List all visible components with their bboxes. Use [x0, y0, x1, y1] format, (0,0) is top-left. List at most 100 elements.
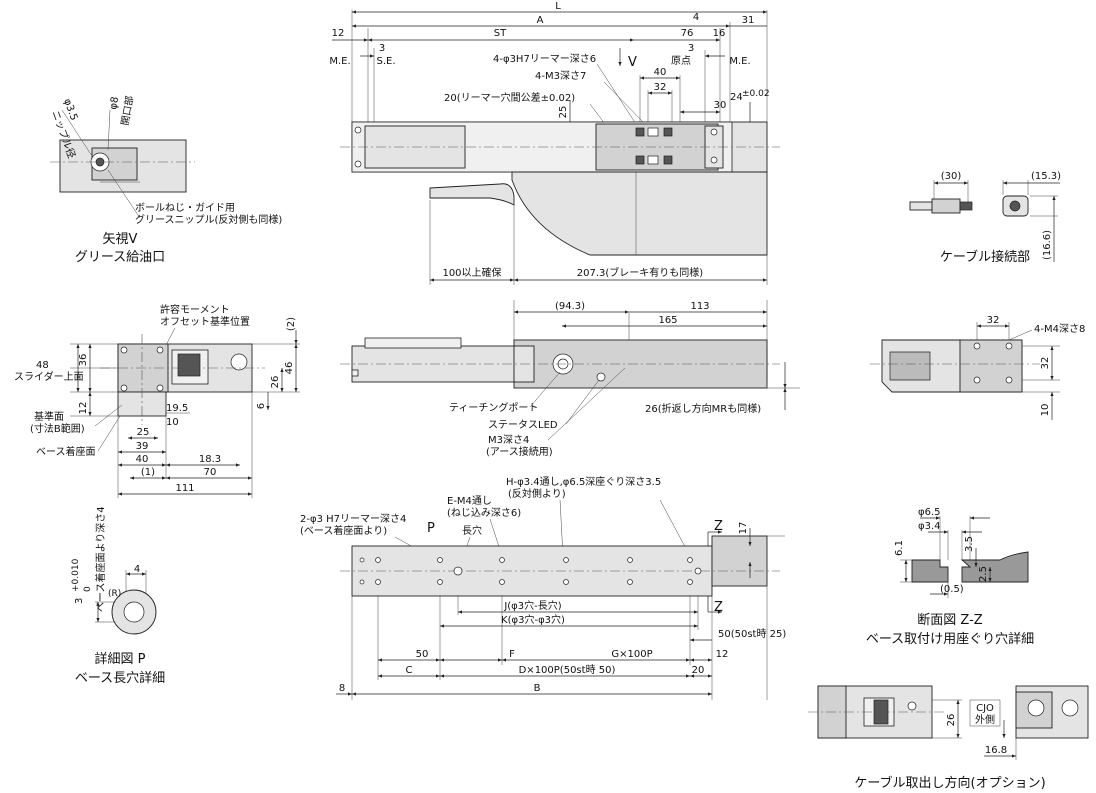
cableopt-cjo2: 外側 — [975, 713, 995, 726]
end-d12: 12 — [78, 402, 89, 415]
detailp-d3: 3 — [74, 598, 85, 604]
cable-caption: ケーブル接続部 — [940, 249, 1030, 265]
base-e-holes2: (ねじ込み深さ6) — [447, 507, 521, 519]
dim-76: 76 — [681, 28, 694, 39]
base-holes — [359, 557, 702, 585]
dim-12: 12 — [332, 28, 345, 39]
base-GP: G×100P — [611, 649, 652, 660]
detail-p-view: ベース着座面より深さ4 3 +0.010 0 4 (R) 詳細図 P ベース長穴… — [71, 506, 165, 686]
grease-d8: φ8 — [108, 96, 121, 111]
callout-reamer-tol: 20(リーマー穴間公差±0.02) — [444, 91, 575, 104]
end-allow-moment1: 許容モーメント — [160, 303, 230, 316]
side-d165: 165 — [658, 315, 677, 326]
detailp-tol-upper: +0.010 — [71, 558, 81, 592]
zz-d61: 6.1 — [894, 540, 905, 556]
base-d50: 50 — [416, 649, 429, 660]
base-Z2: Z — [714, 600, 723, 615]
end-d46: 46 — [284, 362, 295, 375]
detailp-tol-lower: 0 — [83, 586, 93, 592]
dim-100: 100以上確保 — [442, 266, 501, 279]
grease-view: φ3.5 ニップル径 φ8 開口部 ボールねじ・ガイド用 グリースニップル(反対… — [49, 95, 282, 265]
end-ref-face1: 基準面 — [34, 410, 64, 423]
cableopt-caption: ケーブル取出し方向(オプション) — [854, 775, 1045, 791]
right-d10: 10 — [1040, 404, 1051, 417]
base-d17: 17 — [738, 522, 749, 535]
callout-m3: 4-M3深さ7 — [535, 70, 586, 82]
end-d183: 18.3 — [199, 454, 221, 465]
zz-caption2: ベース取付け用座ぐり穴詳細 — [866, 631, 1034, 647]
base-DP: D×100P(50st時 50) — [519, 664, 616, 676]
dim-25: 25 — [558, 106, 569, 119]
label-se: S.E. — [376, 56, 395, 67]
end-d70: 70 — [204, 467, 217, 478]
base-slot: 長穴 — [462, 524, 482, 537]
end-d2: (2) — [286, 317, 297, 331]
detailp-depth: ベース着座面より深さ4 — [94, 506, 107, 612]
cable-d166: (16.6) — [1042, 230, 1053, 260]
end-d111: 111 — [175, 483, 194, 494]
base-view: H-φ3.4通し,φ6.5深座ぐり深さ3.5 (反対側より) E-M4通し (ね… — [300, 475, 786, 700]
end-d10: 10 — [166, 417, 179, 428]
base-Z1: Z — [714, 519, 723, 534]
cableopt-d26: 26 — [946, 714, 957, 727]
base-C: C — [406, 665, 413, 676]
detailp-R: (R) — [108, 589, 121, 599]
end-base-face: ベース着座面 — [36, 445, 96, 458]
side-m3: M3深さ4 — [488, 434, 529, 446]
side-view: (94.3) 113 165 ティーチングポート ステータスLED M3深さ4 … — [340, 300, 800, 458]
base-d20: 20 — [692, 665, 705, 676]
section-zz-view: φ6.5 φ3.4 6.1 3.5 2.5 (0.5) 断面図 Z-Z ベース取… — [866, 507, 1034, 647]
grease-caption2: グリース給油口 — [75, 250, 165, 265]
grease-note2: グリースニップル(反対側も同様) — [135, 213, 282, 226]
label-view-v: V — [628, 55, 637, 70]
base-d50st: 50(50st時 25) — [718, 628, 786, 640]
detailp-caption2: ベース長穴詳細 — [75, 670, 165, 686]
zz-d35: 3.5 — [964, 536, 975, 552]
end-d40: 40 — [136, 454, 149, 465]
end-right-view: 32 4-M4深さ8 32 10 — [870, 315, 1085, 420]
base-J: J(φ3穴-長穴) — [503, 599, 561, 612]
end-ref-face2: (寸法B範囲) — [30, 422, 85, 435]
dim-3-left: 3 — [379, 43, 385, 54]
end-d25: 25 — [137, 427, 150, 438]
dim-31: 31 — [742, 15, 755, 26]
end-d1: (1) — [141, 467, 155, 478]
base-reamer1: 2-φ3 H7リーマー深さ4 — [300, 513, 406, 525]
zz-d65: φ6.5 — [918, 507, 941, 518]
top-view: L A 4 31 12 ST 76 16 3 M.E. S.E. 3 原点 M.… — [329, 1, 780, 285]
cable-d30: (30) — [941, 171, 962, 182]
right-d32: 32 — [987, 315, 1000, 326]
dim-L: L — [555, 1, 561, 12]
base-h-holes1: H-φ3.4通し,φ6.5深座ぐり深さ3.5 — [506, 475, 661, 488]
dim-24: 24 — [730, 92, 743, 103]
end-d26: 26 — [270, 376, 281, 389]
side-d26: 26(折返し方向MRも同様) — [645, 402, 761, 415]
end-allow-moment2: オフセット基準位置 — [160, 315, 250, 328]
side-d943: (94.3) — [555, 301, 585, 312]
cable-connection-view: (30) (15.3) (16.6) ケーブル接続部 — [909, 171, 1061, 265]
side-d113: 113 — [690, 301, 709, 312]
base-F: F — [509, 649, 515, 660]
cableopt-cjo1: CJO — [976, 703, 994, 714]
base-reamer2: (ベース着座面より) — [300, 524, 387, 537]
base-d8: 8 — [339, 683, 345, 694]
dim-24-tol: ±0.02 — [742, 89, 770, 99]
dim-30: 30 — [714, 100, 727, 111]
grease-note1: ボールねじ・ガイド用 — [135, 202, 235, 214]
zz-d34: φ3.4 — [918, 521, 941, 532]
base-h-holes2: (反対側より) — [508, 487, 566, 500]
base-P: P — [427, 521, 435, 536]
base-B: B — [534, 683, 541, 694]
right-d32v: 32 — [1040, 357, 1051, 370]
dim-4: 4 — [693, 12, 699, 23]
dim-40: 40 — [654, 67, 667, 78]
dim-207: 207.3(ブレーキ有りも同様) — [577, 266, 704, 279]
callout-reamer: 4-φ3H7リーマー深さ6 — [493, 53, 596, 65]
cable-option-view: 26 CJO 外側 16.8 ケーブル取出し方向(オプション) — [808, 685, 1089, 791]
label-me-left: M.E. — [329, 56, 350, 67]
grease-caption1: 矢視V — [103, 232, 138, 247]
end-d36: 36 — [78, 354, 89, 367]
dim-ST: ST — [494, 28, 507, 39]
cable-d153: (15.3) — [1031, 171, 1061, 182]
